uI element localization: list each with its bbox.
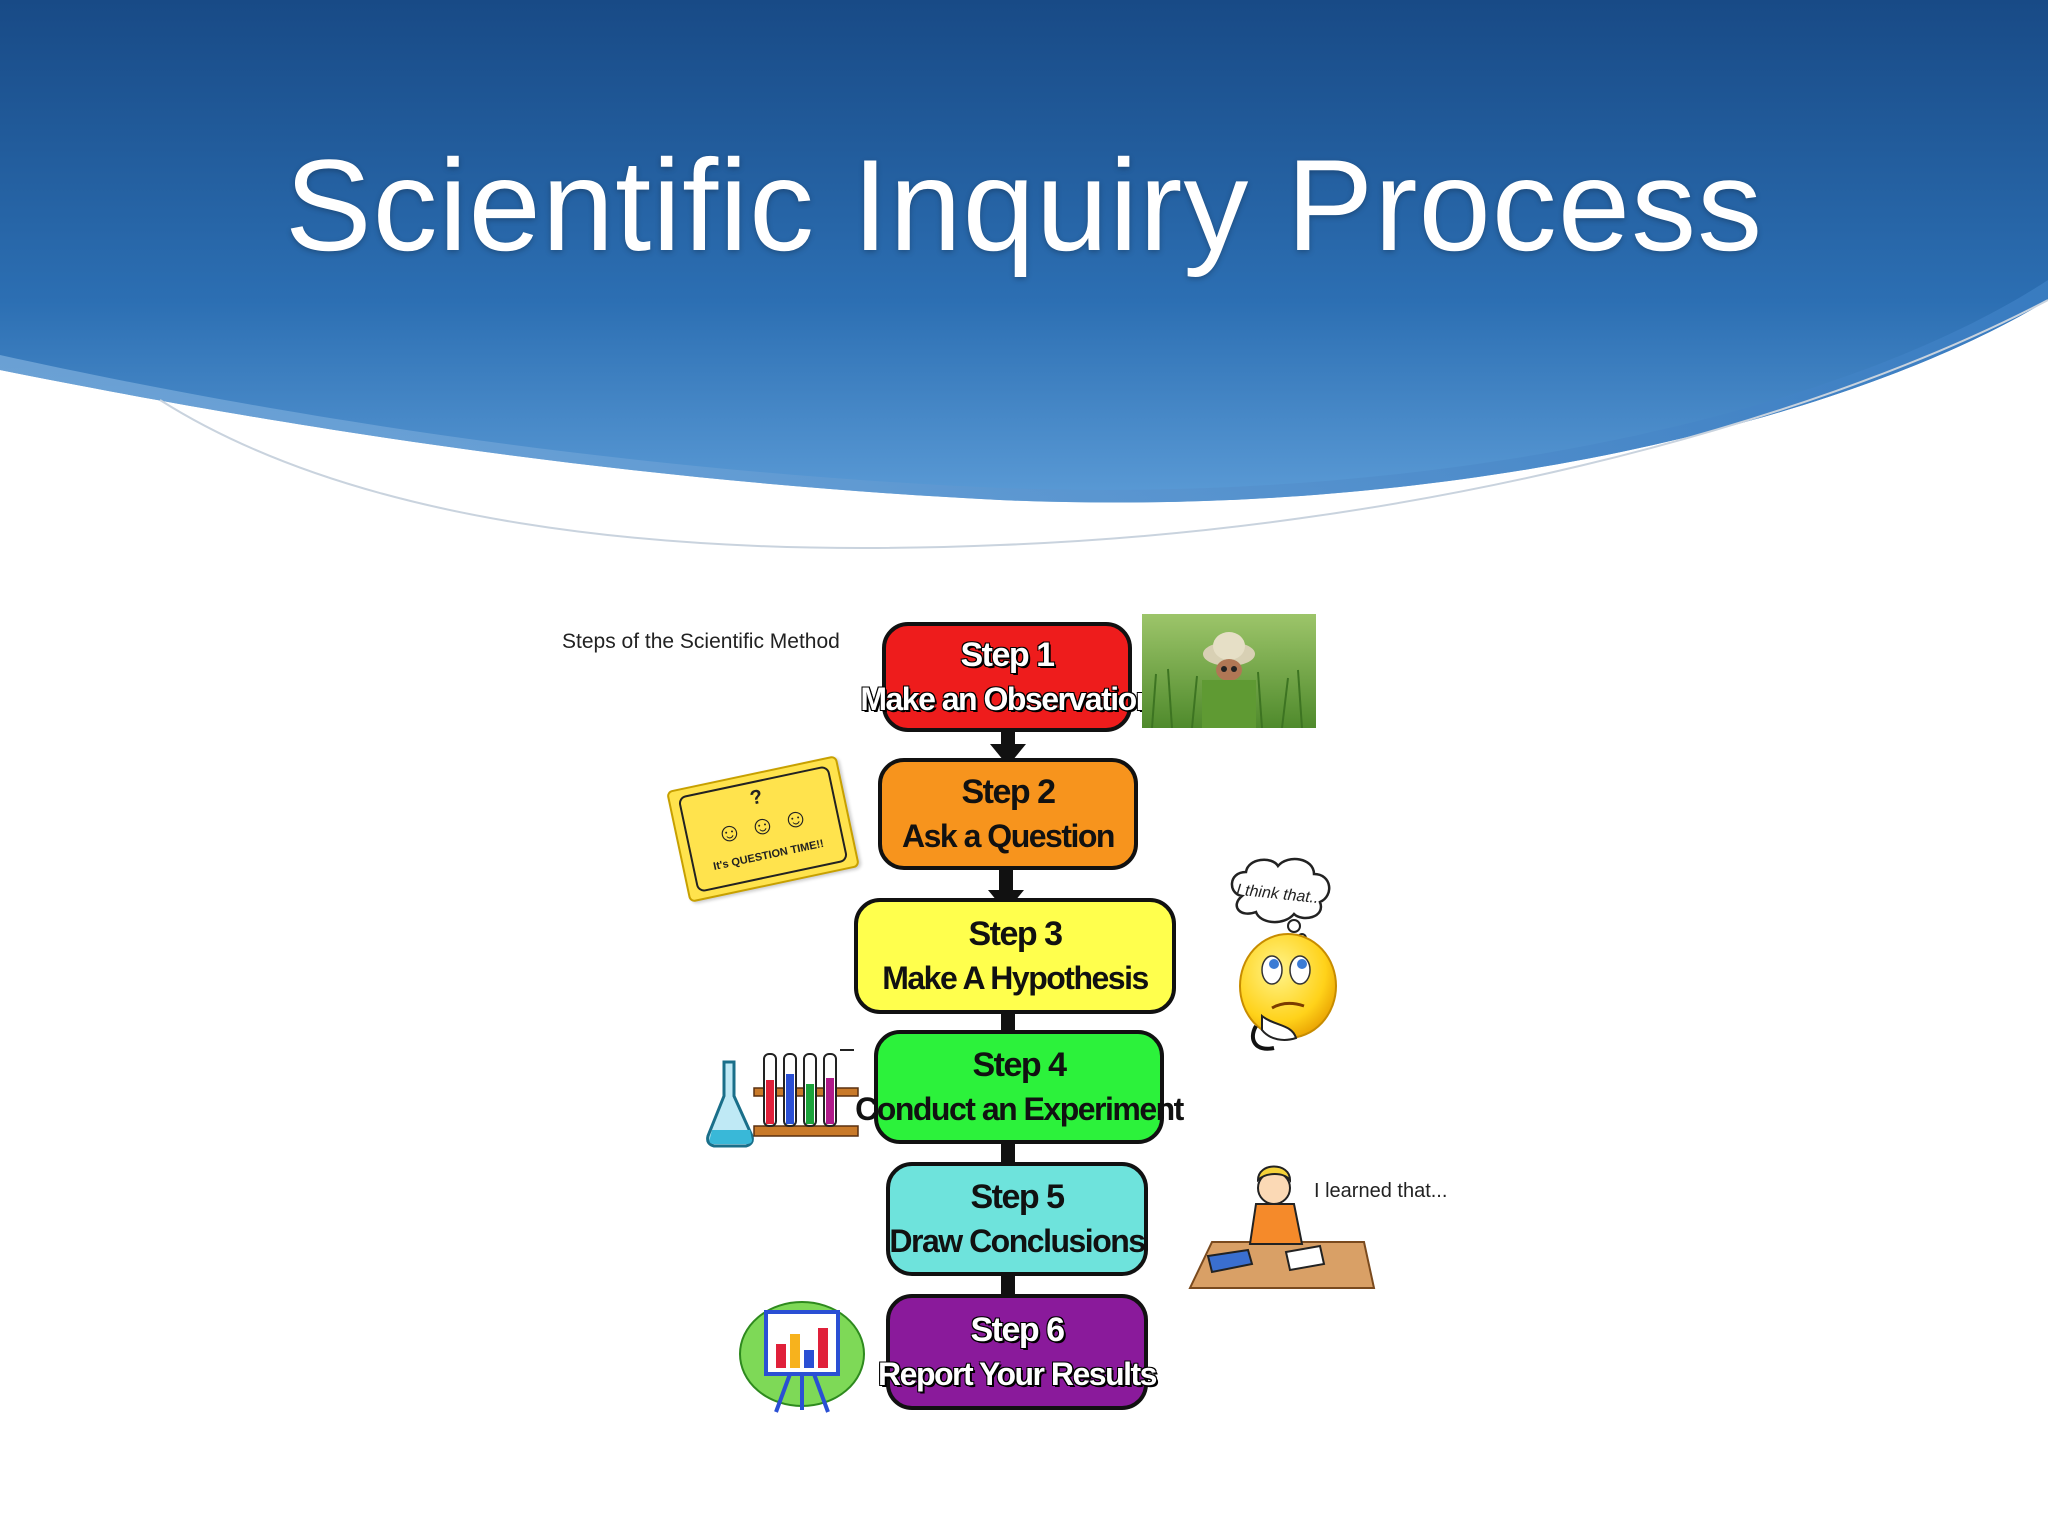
slide-title: Scientific Inquiry Process bbox=[284, 132, 1764, 278]
step-1-number: Step 1 bbox=[960, 636, 1055, 674]
thinking-smiley-icon bbox=[1239, 933, 1337, 1051]
test-tubes-icon bbox=[706, 1049, 859, 1148]
step-5-label: Draw Conclusions bbox=[889, 1223, 1146, 1259]
step-2-label: Ask a Question bbox=[902, 818, 1115, 854]
step-5-box: Step 5 Draw Conclusions bbox=[886, 1162, 1148, 1276]
step-1-label: Make an Observation bbox=[860, 681, 1155, 717]
step-2-box: Step 2 Ask a Question bbox=[878, 758, 1138, 870]
step-4-box: Step 4 Conduct an Experiment bbox=[855, 1030, 1184, 1144]
header-banner bbox=[0, 0, 2048, 550]
step-5-number: Step 5 bbox=[970, 1178, 1065, 1216]
step-6-box: Step 6 Report Your Results bbox=[878, 1294, 1157, 1410]
question-time-card: ? ☺ ☺ ☺ It's QUESTION TIME!! bbox=[666, 755, 860, 903]
presentation-easel-icon bbox=[739, 1301, 865, 1413]
step-1-box: Step 1 Make an Observation bbox=[860, 622, 1155, 732]
step-4-number: Step 4 bbox=[972, 1046, 1067, 1084]
step-6-number: Step 6 bbox=[970, 1311, 1065, 1349]
student-writing-icon bbox=[1188, 1165, 1376, 1289]
observer-in-grass-image bbox=[1142, 614, 1316, 728]
step-3-number: Step 3 bbox=[968, 915, 1063, 953]
step-3-label: Make A Hypothesis bbox=[882, 960, 1149, 996]
step-3-box: Step 3 Make A Hypothesis bbox=[854, 898, 1176, 1014]
step-6-label: Report Your Results bbox=[878, 1356, 1157, 1392]
step-4-label: Conduct an Experiment bbox=[855, 1091, 1184, 1127]
learned-note-text: I learned that... bbox=[1314, 1180, 1448, 1202]
step-2-number: Step 2 bbox=[961, 773, 1056, 811]
diagram-caption: Steps of the Scientific Method bbox=[562, 630, 840, 653]
